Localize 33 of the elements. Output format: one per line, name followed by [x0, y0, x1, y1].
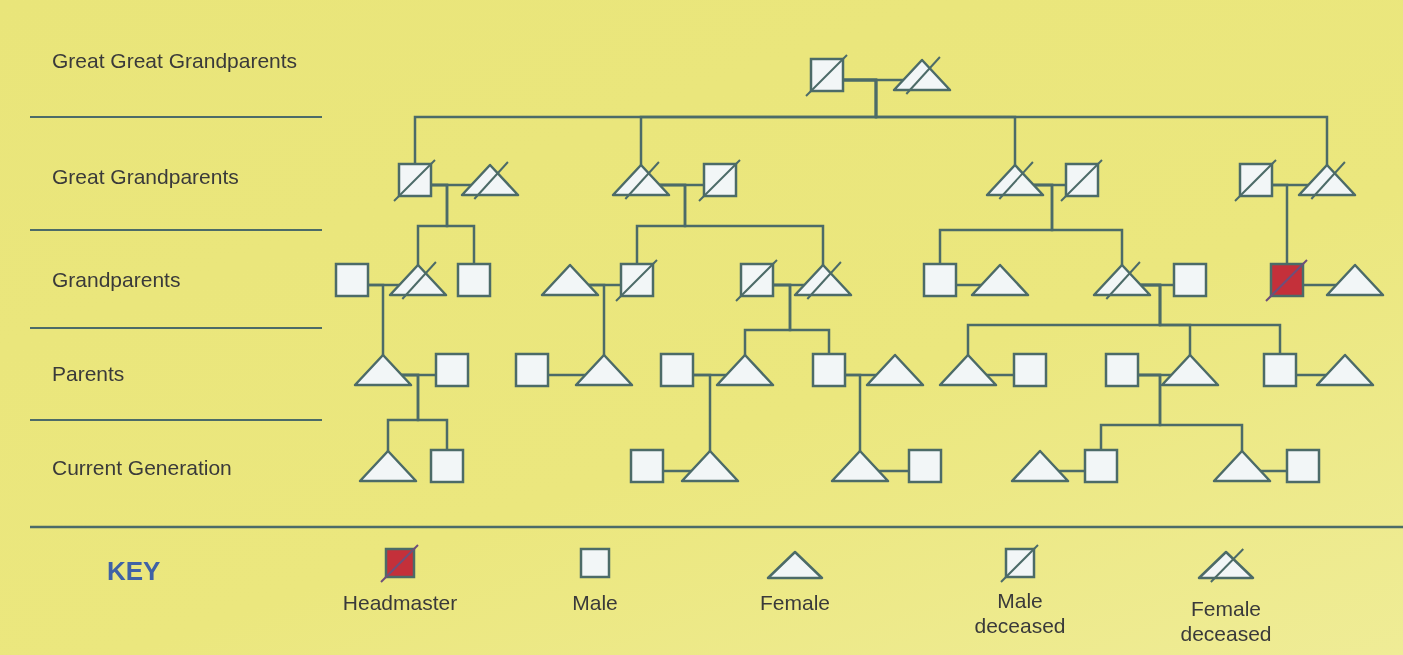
marriage-line	[878, 469, 909, 473]
descent-line	[845, 373, 862, 451]
generation-label: Great Great Grandparents	[52, 49, 298, 73]
descent-line	[368, 283, 385, 355]
generation-label: Parents	[52, 362, 125, 386]
legend-label: Male	[571, 590, 619, 615]
descent-line	[843, 78, 1329, 165]
marriage-line	[956, 283, 982, 287]
marriage-line	[1260, 469, 1287, 473]
marriage-line	[1303, 283, 1337, 287]
marriage-line	[548, 373, 586, 377]
descent-line	[693, 373, 712, 451]
marriage-line	[663, 469, 692, 473]
legend-label: Female deceased	[1179, 596, 1273, 646]
descent-line	[1272, 183, 1289, 264]
descent-line	[588, 283, 606, 355]
marriage-line	[1296, 373, 1327, 377]
marriage-line	[986, 373, 1014, 377]
descent-line	[431, 183, 476, 264]
marriage-line	[1058, 469, 1085, 473]
generation-label: Grandparents	[52, 268, 181, 292]
generation-label: Great Grandparents	[52, 165, 239, 189]
generation-label: Current Generation	[52, 456, 232, 480]
descent-line	[1138, 373, 1244, 451]
key-heading: KEY	[107, 556, 161, 587]
descent-line	[1033, 183, 1124, 265]
legend-label: Male deceased	[973, 588, 1067, 638]
descent-line	[1140, 283, 1282, 354]
legend-label: Female	[759, 590, 831, 615]
descent-line	[401, 373, 449, 450]
descent-line	[659, 183, 825, 265]
legend-label: Headmaster	[341, 590, 459, 615]
descent-line	[773, 283, 831, 354]
